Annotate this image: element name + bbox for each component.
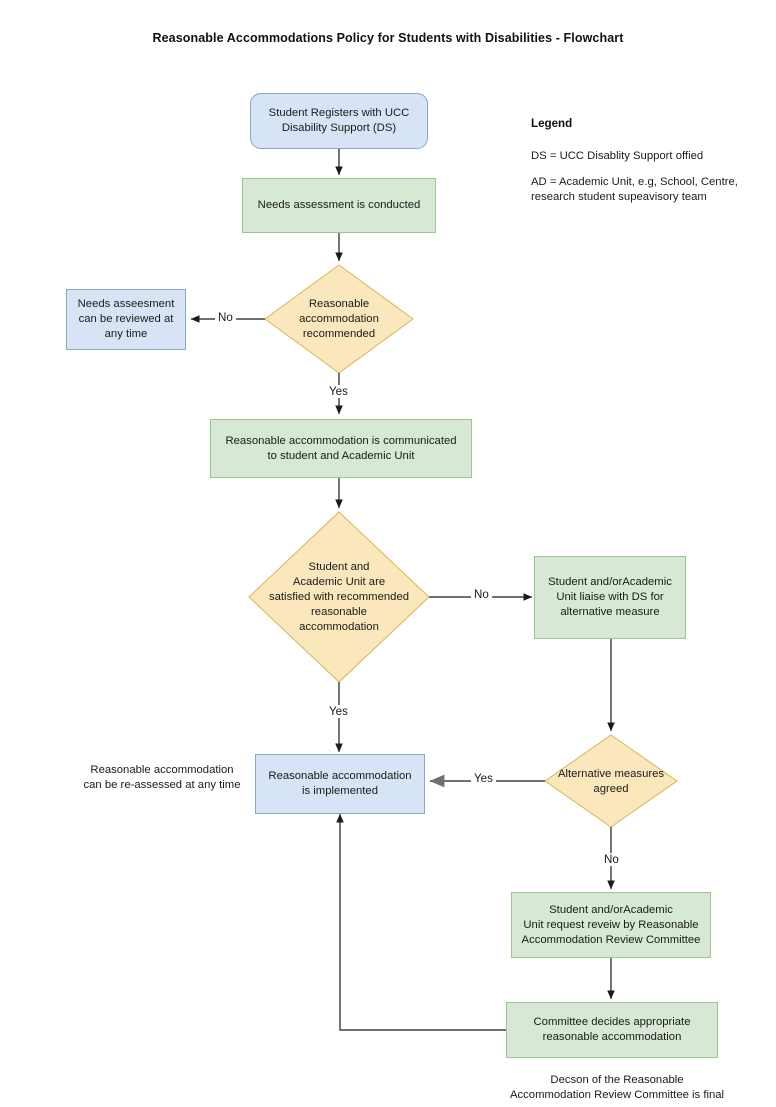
edge-label-alternative-no: No <box>601 853 622 866</box>
edge-label-satisfied-yes: Yes <box>326 705 351 718</box>
node-decision-recommended[interactable]: Reasonable accommodation recommended <box>299 297 379 340</box>
edge-label-recommended-yes: Yes <box>326 385 351 398</box>
edge-label-alternative-yes: Yes <box>471 772 496 785</box>
annotation-reassess-note: Reasonable accommodation can be re-asses… <box>83 764 241 791</box>
node-accommodation-implemented[interactable]: Reasonable accommodation is implemented <box>255 754 425 814</box>
node-needs-review-any-time[interactable]: Needs asseesment can be reviewed at any … <box>66 289 186 350</box>
edge-label-recommended-no: No <box>215 311 236 324</box>
node-liaise-with-ds[interactable]: Student and/orAcademic Unit liaise with … <box>534 556 686 639</box>
node-accommodation-communicated[interactable]: Reasonable accommodation is communicated… <box>210 419 472 478</box>
node-student-registers[interactable]: Student Registers with UCC Disability Su… <box>250 93 428 149</box>
legend-heading: Legend <box>531 117 573 130</box>
legend-entry-ad: AD = Academic Unit, e.g, School, Centre,… <box>531 176 738 203</box>
node-decision-satisfied[interactable]: Student and Academic Unit are satisfied … <box>268 560 410 633</box>
node-needs-assessment[interactable]: Needs assessment is conducted <box>242 178 436 233</box>
edge-committee-to-implemented <box>336 813 506 1031</box>
legend-entry-ds: DS = UCC Disablity Support offied <box>531 150 704 162</box>
edge-label-satisfied-no: No <box>471 588 492 601</box>
node-request-review[interactable]: Student and/orAcademic Unit request reve… <box>511 892 711 958</box>
annotation-final-decision-note: Decson of the Reasonable Accommodation R… <box>509 1074 725 1101</box>
page-title: Reasonable Accommodations Policy for Stu… <box>152 31 624 45</box>
node-decision-alternative-measures[interactable]: Alternative measures agreed <box>557 768 665 795</box>
node-committee-decides[interactable]: Committee decides appropriate reasonable… <box>506 1002 718 1058</box>
